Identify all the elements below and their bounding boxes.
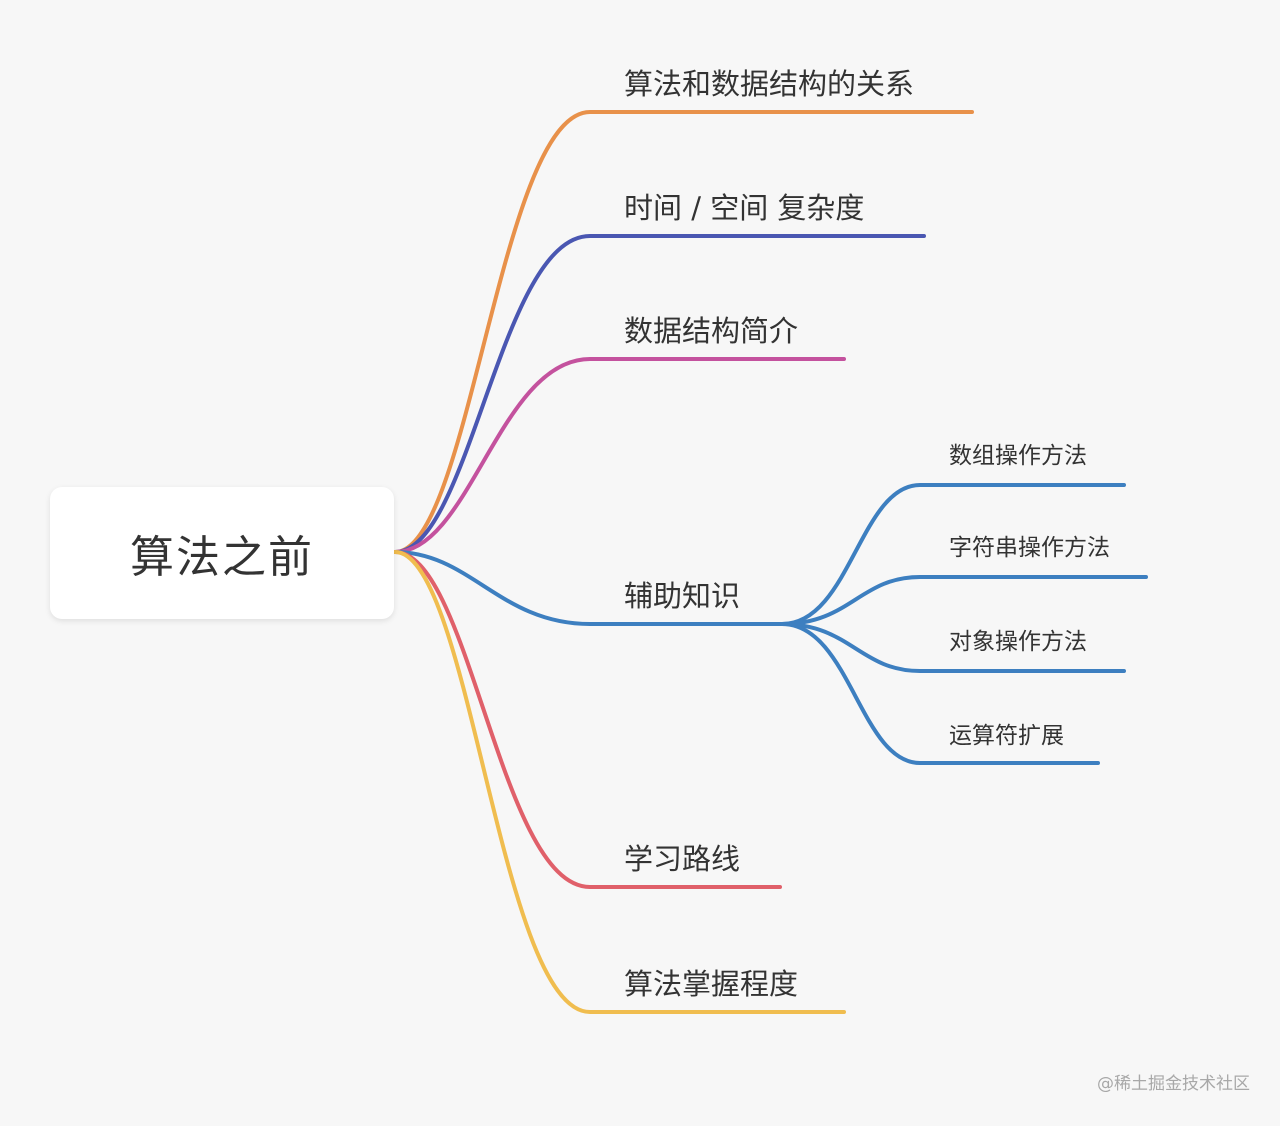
connector-branch-5	[393, 550, 846, 1014]
branch-node-algorithm-data-structure-relation[interactable]: 算法和数据结构的关系	[624, 67, 915, 101]
connector-branch-0	[393, 110, 974, 554]
sub-node-array-methods[interactable]: 数组操作方法	[949, 443, 1087, 469]
connector-sub-2	[780, 622, 1126, 673]
sub-node-string-methods[interactable]: 字符串操作方法	[949, 535, 1110, 561]
branch-node-time-space-complexity[interactable]: 时间 / 空间 复杂度	[624, 191, 865, 225]
root-node[interactable]: 算法之前	[50, 487, 394, 619]
connector-branch-3	[393, 550, 784, 626]
watermark: @稀土掘金技术社区	[1097, 1074, 1250, 1094]
sub-node-object-methods[interactable]: 对象操作方法	[949, 629, 1087, 655]
branch-node-learning-path[interactable]: 学习路线	[624, 842, 741, 876]
branch-node-auxiliary-knowledge[interactable]: 辅助知识	[624, 579, 741, 613]
connector-branch-2	[393, 357, 846, 554]
connector-branch-4	[393, 550, 782, 889]
root-node-label: 算法之前	[130, 532, 314, 583]
connector-sub-3	[780, 622, 1100, 765]
branch-node-algorithm-mastery-level[interactable]: 算法掌握程度	[624, 967, 799, 1001]
connector-sub-0	[780, 483, 1126, 626]
branch-node-data-structure-intro[interactable]: 数据结构简介	[624, 314, 799, 348]
sub-node-operator-extension[interactable]: 运算符扩展	[949, 723, 1064, 749]
connector-sub-1	[780, 575, 1148, 626]
connector-branch-1	[393, 234, 926, 554]
